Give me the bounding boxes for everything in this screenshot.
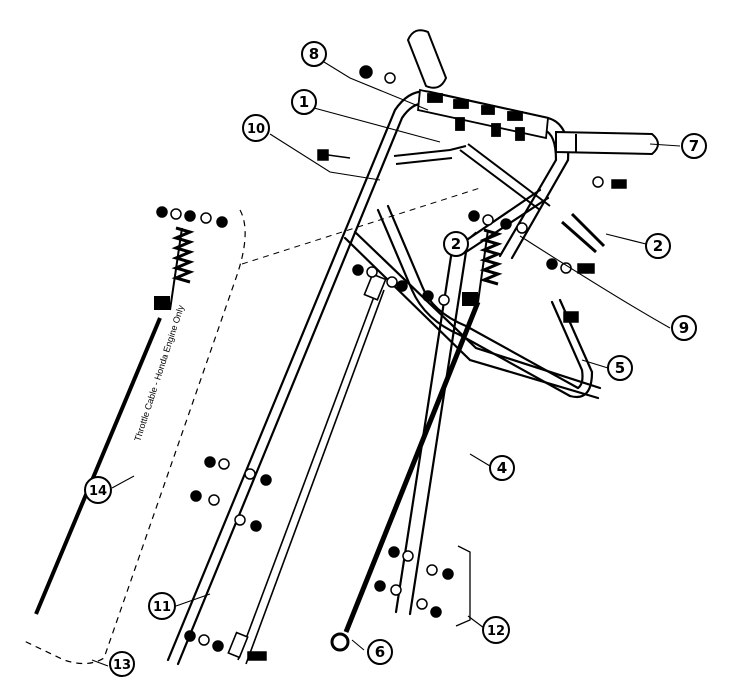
callout-13-label: 13: [113, 658, 131, 673]
callout-8-label: 8: [309, 45, 319, 63]
callout-14: 14: [84, 476, 112, 504]
right-grip: [555, 130, 659, 156]
bracket-12: [455, 545, 471, 627]
cable-6: [330, 228, 503, 652]
callout-14-label: 14: [89, 484, 107, 499]
callout-11: 11: [148, 592, 176, 620]
hardware-group: [156, 65, 627, 661]
callout-4-label: 4: [497, 459, 507, 477]
callout-1: 1: [291, 89, 317, 115]
callout-3-label: 2: [653, 237, 663, 255]
dashed-guide-line: [241, 187, 481, 265]
callout-13: 13: [109, 651, 135, 677]
left-grip: [406, 29, 448, 89]
drive-lever: [561, 212, 606, 254]
callout-12: 12: [482, 616, 510, 644]
callout-12-label: 12: [487, 624, 505, 639]
callout-5: 5: [607, 355, 633, 381]
callout-1-label: 1: [299, 93, 309, 111]
control-panel-bracket: [417, 88, 549, 141]
callout-7-label: 7: [689, 137, 699, 155]
callout-8: 8: [301, 41, 327, 67]
control-rod: [227, 273, 387, 665]
callout-2: 2: [443, 231, 469, 257]
callout-10: 10: [242, 114, 270, 142]
callout-9-label: 9: [679, 319, 689, 337]
callout-6-label: 6: [375, 643, 385, 661]
throttle-cable-14: [34, 226, 195, 615]
callout-4: 4: [489, 455, 515, 481]
callout-5-label: 5: [615, 359, 625, 377]
callout-10-label: 10: [247, 122, 265, 137]
lower-handle-tube: [394, 188, 550, 616]
callout-2-label: 2: [451, 235, 461, 253]
callout-9: 9: [671, 315, 697, 341]
callout-7: 7: [681, 133, 707, 159]
callout-3: 2: [645, 233, 671, 259]
control-lever: [393, 143, 551, 211]
callout-11-label: 11: [153, 600, 171, 615]
callout-6: 6: [367, 639, 393, 665]
